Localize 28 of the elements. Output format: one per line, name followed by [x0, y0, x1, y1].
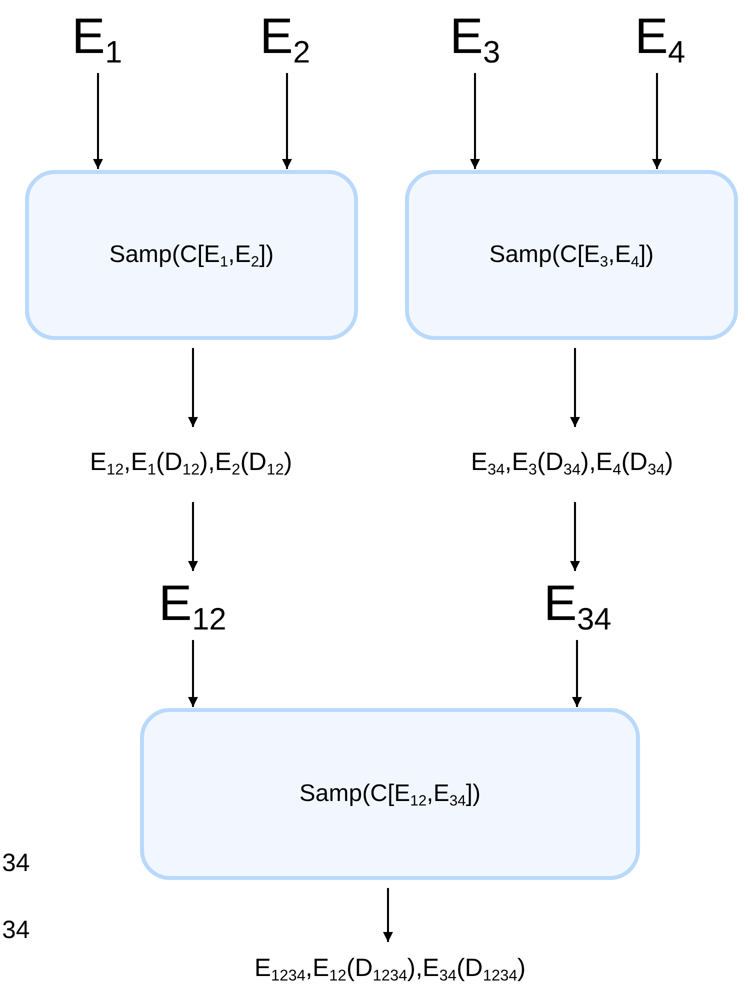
arrow — [188, 502, 198, 571]
variable-label: E$_{12}$,E$_{1}$(D$_{12}$),E$_{2}$(D$_{12}$) — [10, 428, 372, 496]
arrow — [188, 640, 198, 707]
arrow — [282, 73, 292, 169]
process-box — [25, 170, 358, 340]
variable-label: E$_{1234}$,E$_{12}$(D$_{1234}$),E$_{34}$(D$_{1234}$) — [140, 943, 640, 993]
process-box — [405, 170, 738, 340]
variable-label: E$_{34}$,E$_{3}$(D$_{34}$),E$_{4}$(D$_{34}$) — [398, 428, 746, 496]
arrow — [652, 73, 662, 169]
variable-label: E$_{4}$ — [620, 5, 700, 67]
partial-label: 34 — [2, 848, 30, 878]
box-label: Samp(C[E$_{1}$,E$_{2}$]) — [109, 241, 274, 269]
arrow — [470, 73, 480, 169]
variable-label: E$_{1}$ — [57, 5, 137, 67]
process-box — [140, 708, 640, 880]
variable-label: E$_{34}$ — [530, 572, 625, 634]
arrow — [570, 348, 580, 427]
arrow — [93, 73, 103, 169]
variable-label: E$_{12}$ — [145, 572, 240, 634]
variable-label: E$_{2}$ — [245, 5, 325, 67]
box-label: Samp(C[E$_{12}$,E$_{34}$]) — [299, 780, 481, 808]
arrow — [383, 888, 393, 942]
arrow — [570, 502, 580, 571]
partial-label: 34 — [2, 915, 30, 945]
variable-label: E$_{3}$ — [435, 5, 515, 67]
box-label: Samp(C[E$_{3}$,E$_{4}$]) — [489, 241, 654, 269]
arrow — [188, 348, 198, 427]
arrow — [572, 640, 582, 707]
